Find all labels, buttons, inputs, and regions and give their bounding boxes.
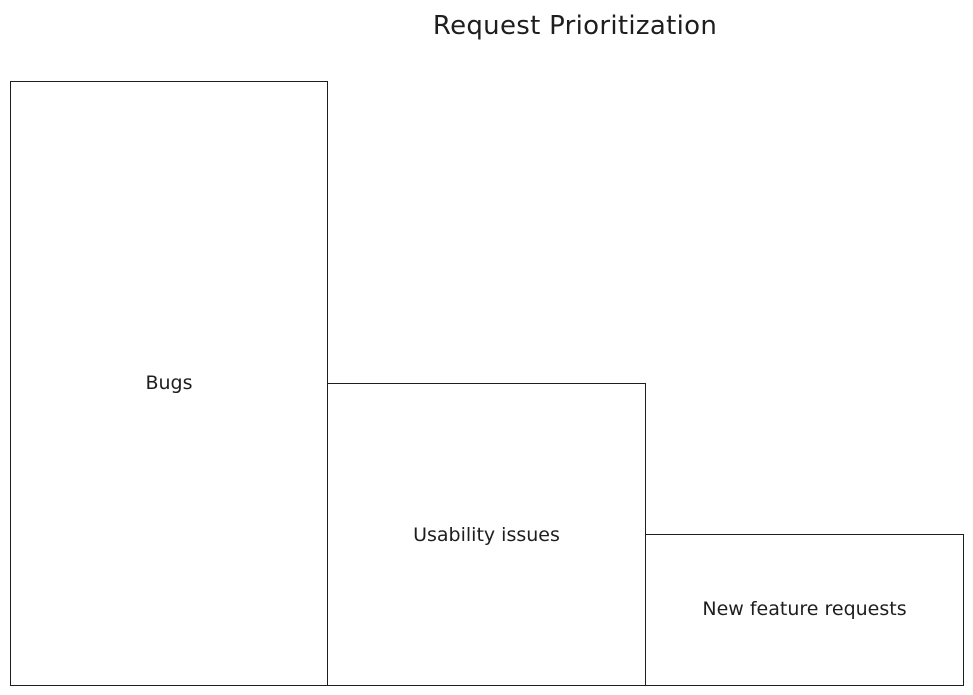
- priority-block-label: New feature requests: [702, 598, 907, 620]
- diagram-title: Request Prioritization: [432, 11, 718, 41]
- priority-block-label: Bugs: [145, 372, 193, 394]
- priority-block-bugs: Bugs: [10, 81, 328, 686]
- priority-block-usability-issues: Usability issues: [327, 383, 646, 686]
- priority-block-label: Usability issues: [413, 524, 560, 546]
- priority-block-new-feature-requests: New feature requests: [645, 534, 964, 686]
